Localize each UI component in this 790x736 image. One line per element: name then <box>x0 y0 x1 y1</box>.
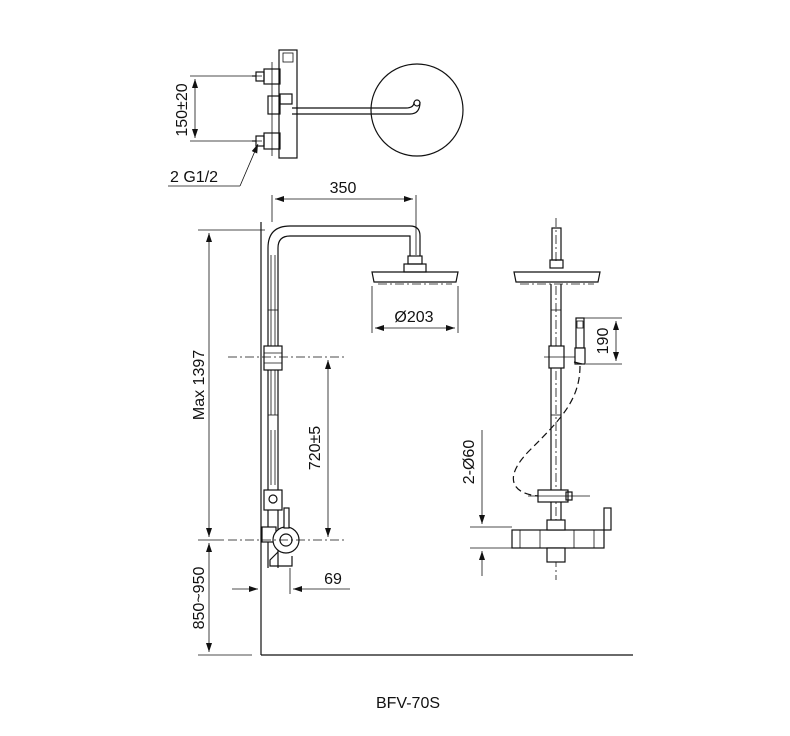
dim-hand-shower: 190 <box>595 328 612 355</box>
mixer-lever-side <box>603 507 612 531</box>
dim-wall-offset: 69 <box>324 571 342 588</box>
side-view: 190 2-Ø60 <box>461 218 622 580</box>
shower-head-front <box>371 271 459 283</box>
top-view: 150±20 2 G1/2 <box>168 49 464 187</box>
front-view: 350 Ø203 Max 1397 720±5 850~950 <box>191 180 633 656</box>
mixer-lever-front <box>283 507 290 529</box>
dim-max-height: Max 1397 <box>191 350 208 420</box>
dim-inlet-spacing: 150±20 <box>174 83 191 136</box>
plate-logo-mark <box>282 52 294 63</box>
dim-flange-diameter: 2-Ø60 <box>461 440 478 485</box>
shower-hose <box>512 365 581 497</box>
shower-arm-top <box>292 101 415 109</box>
model-label: BFV-70S <box>376 695 440 712</box>
riser-pipe <box>267 225 421 568</box>
shower-head-side <box>513 271 601 283</box>
dim-head-diameter: Ø203 <box>394 309 433 326</box>
dim-inlet-thread: 2 G1/2 <box>170 169 218 186</box>
dim-mount-height: 850~950 <box>191 567 208 630</box>
hand-shower-holder-front <box>263 489 283 511</box>
dim-bracket-spacing: 720±5 <box>307 426 324 470</box>
wall-plate-top <box>278 49 298 159</box>
mixer-body-side <box>511 529 605 549</box>
dim-arm-length: 350 <box>330 180 357 197</box>
upper-bracket <box>263 345 283 371</box>
shower-head-top <box>370 63 464 157</box>
